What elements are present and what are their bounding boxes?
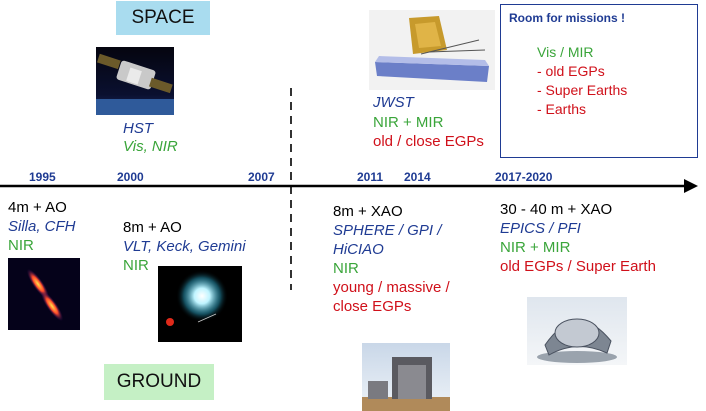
g2-image (158, 266, 242, 342)
ground-group-2017: 30 - 40 m + XAO EPICS / PFI NIR + MIR ol… (500, 200, 656, 276)
g3-instruments: SPHERE / GPI / (333, 222, 442, 239)
space-label: SPACE (116, 1, 210, 35)
g2-band: NIR (123, 257, 149, 274)
g3-targets: young / massive / (333, 279, 450, 296)
missions-box: Room for missions ! Vis / MIR - old EGPs… (500, 4, 698, 158)
timeline-arrowhead (684, 179, 698, 193)
elt-image (527, 297, 627, 365)
g3-targets-2: close EGPs (333, 298, 412, 315)
g4-telescope: 30 - 40 m + XAO (500, 201, 613, 218)
space-label-text: SPACE (131, 7, 195, 28)
ground-group-1995: 4m + AO Silla, CFH NIR (8, 198, 76, 255)
hst-bands: Vis, NIR (123, 138, 178, 155)
ground-group-2000: 8m + AO VLT, Keck, Gemini NIR (123, 218, 246, 275)
g4-band: NIR + MIR (500, 239, 571, 256)
year-2011: 2011 (357, 170, 384, 184)
g3-band: NIR (333, 260, 359, 277)
missions-box-lines: Vis / MIR - old EGPs - Super Earths - Ea… (537, 43, 627, 119)
year-2007: 2007 (248, 170, 275, 184)
ground-label-text: GROUND (116, 371, 202, 392)
g4-targets: old EGPs / Super Earth (500, 258, 656, 275)
g1-instruments: Silla, CFH (8, 218, 76, 235)
ground-label: GROUND (104, 364, 214, 400)
g2-telescope: 8m + AO (123, 219, 182, 236)
jwst-name: JWST (373, 94, 414, 111)
g3-telescope: 8m + XAO (333, 203, 403, 220)
ground-group-2011: 8m + XAO SPHERE / GPI / HiCIAO NIR young… (333, 202, 450, 316)
year-1995: 1995 (29, 170, 56, 184)
year-2014: 2014 (404, 170, 431, 184)
vlt-image (362, 343, 450, 411)
g1-image (8, 258, 80, 330)
jwst-image (369, 10, 495, 90)
missions-item: - Earths (537, 101, 587, 117)
missions-item: - Super Earths (537, 82, 628, 98)
jwst-bands: NIR + MIR (373, 114, 444, 131)
g2-instruments: VLT, Keck, Gemini (123, 238, 246, 255)
g3-instruments-2: HiCIAO (333, 241, 384, 258)
year-2000: 2000 (117, 170, 144, 184)
missions-item: - old EGPs (537, 63, 605, 79)
jwst-targets: old / close EGPs (373, 133, 484, 150)
missions-box-title: Room for missions ! (509, 11, 626, 25)
g1-band: NIR (8, 237, 34, 254)
missions-bands: Vis / MIR (537, 44, 594, 60)
hst-image (96, 47, 174, 115)
g4-instruments: EPICS / PFI (500, 220, 581, 237)
g1-telescope: 4m + AO (8, 199, 67, 216)
year-2017-2020: 2017-2020 (495, 170, 553, 184)
hst-name: HST (123, 120, 153, 137)
